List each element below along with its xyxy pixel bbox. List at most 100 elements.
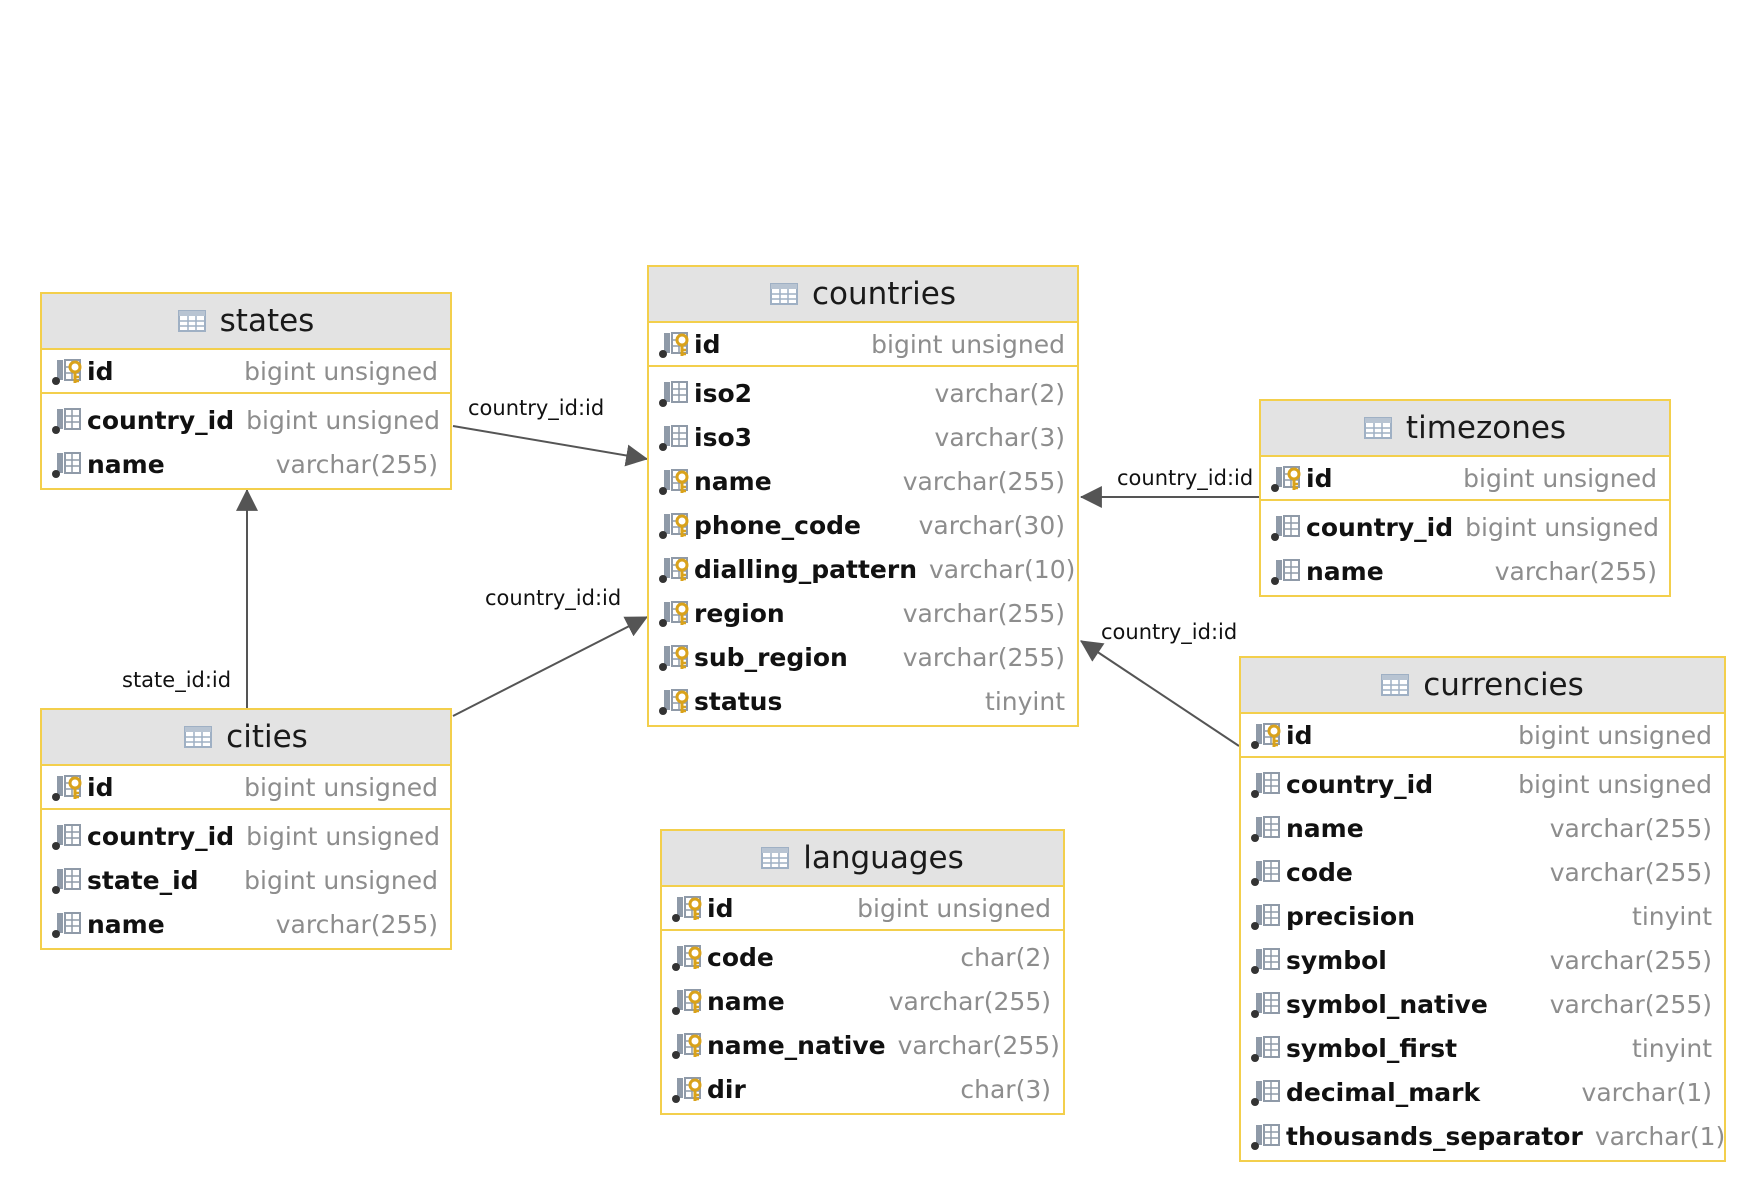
table-header[interactable]: states <box>42 294 450 350</box>
column-icon <box>51 449 85 479</box>
column-type: bigint unsigned <box>1465 512 1659 542</box>
key-column-icon <box>51 356 85 386</box>
column-row[interactable]: symbol_native varchar(255) <box>1241 982 1724 1026</box>
key-column-icon <box>671 942 705 972</box>
column-icon <box>1250 813 1284 843</box>
key-column-icon <box>658 598 692 628</box>
column-type: tinyint <box>1632 1033 1712 1063</box>
column-icon <box>51 865 85 895</box>
column-name: name <box>1286 813 1364 843</box>
column-row[interactable]: id bigint unsigned <box>662 887 1063 929</box>
column-name: id <box>707 893 734 923</box>
table-grid-icon <box>761 847 790 869</box>
key-column-icon <box>658 686 692 716</box>
column-type: bigint unsigned <box>857 893 1051 923</box>
key-column-icon <box>671 893 705 923</box>
column-name: phone_code <box>694 510 861 540</box>
column-type: varchar(255) <box>1549 945 1712 975</box>
column-icon <box>51 821 85 851</box>
relation-label: country_id:id <box>468 396 605 420</box>
relation-edge-states_countries[interactable] <box>452 425 649 467</box>
column-type: varchar(255) <box>1549 813 1712 843</box>
column-name: id <box>87 772 114 802</box>
column-row[interactable]: name varchar(255) <box>1241 806 1724 850</box>
key-column-icon <box>658 510 692 540</box>
column-type: varchar(3) <box>934 422 1065 452</box>
column-icon <box>1250 1121 1284 1151</box>
column-type: varchar(1) <box>1594 1121 1726 1151</box>
column-row[interactable]: state_id bigint unsigned <box>42 858 450 902</box>
primary-key-section: id bigint unsigned <box>662 887 1063 931</box>
table-languages[interactable]: languages id bigint unsigned code char(2) nam… <box>660 829 1065 1115</box>
table-title: countries <box>811 276 957 312</box>
table-grid-icon <box>1381 674 1410 696</box>
column-row[interactable]: code char(2) <box>662 935 1063 979</box>
column-type: varchar(255) <box>1549 857 1712 887</box>
table-title: timezones <box>1405 410 1567 446</box>
column-name: symbol_native <box>1286 989 1488 1019</box>
table-header[interactable]: countries <box>649 267 1077 323</box>
table-title: cities <box>226 719 308 755</box>
column-icon <box>1250 769 1284 799</box>
column-name: decimal_mark <box>1286 1077 1481 1107</box>
relation-edge-currencies_countries[interactable] <box>1080 640 1240 747</box>
column-type: varchar(255) <box>1549 989 1712 1019</box>
table-header[interactable]: cities <box>42 710 450 766</box>
column-name: id <box>87 356 114 386</box>
table-title: currencies <box>1423 667 1584 703</box>
column-icon <box>1250 989 1284 1019</box>
relation-edge-cities_countries[interactable] <box>452 616 648 717</box>
column-type: char(2) <box>960 942 1051 972</box>
table-header[interactable]: currencies <box>1241 658 1724 714</box>
column-icon <box>1250 857 1284 887</box>
table-title: languages <box>803 840 964 876</box>
column-type: bigint unsigned <box>244 865 438 895</box>
column-name: id <box>694 329 721 359</box>
table-header[interactable]: timezones <box>1261 401 1669 457</box>
column-name: thousands_separator <box>1286 1121 1583 1151</box>
column-name: state_id <box>87 865 199 895</box>
column-name: code <box>707 942 774 972</box>
column-row[interactable]: thousands_separator varchar(1) <box>1241 1114 1726 1158</box>
column-name: country_id <box>87 821 235 851</box>
column-name: name <box>87 909 165 939</box>
table-header[interactable]: languages <box>662 831 1063 887</box>
